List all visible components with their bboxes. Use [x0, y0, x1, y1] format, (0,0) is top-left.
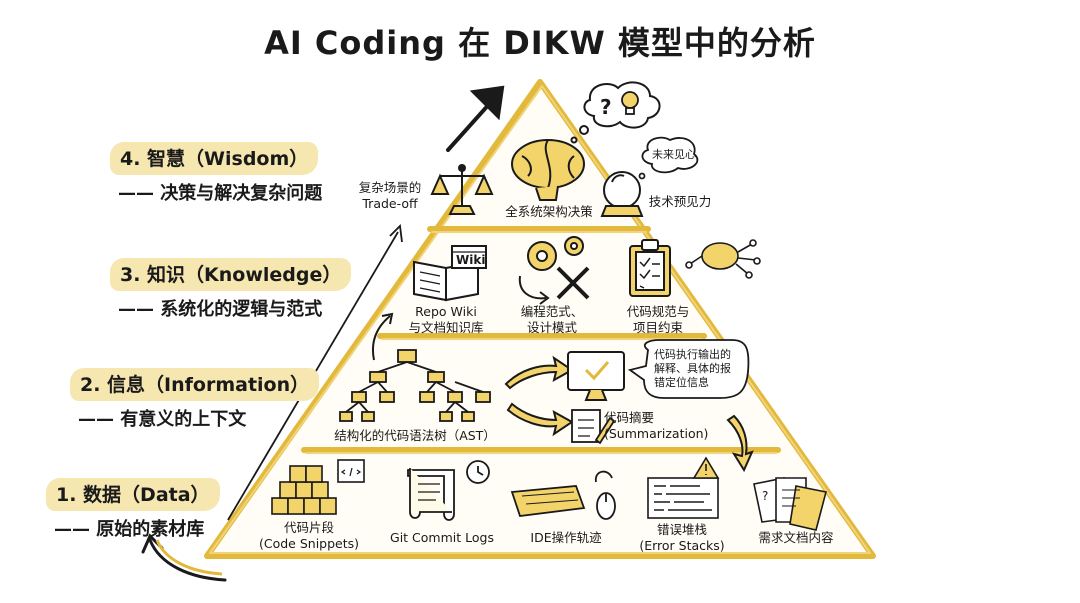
git-label: Git Commit Logs [390, 530, 494, 545]
pyramid [204, 79, 876, 559]
level-wisdom-desc: —— 决策与解决复杂问题 [118, 183, 323, 204]
crystal-ball-icon [600, 171, 644, 217]
architecture-label: 全系统架构决策 [505, 204, 593, 219]
balance-scale-icon [430, 164, 494, 215]
bubble-line-2: 解释、具体的报 [654, 362, 731, 375]
growth-arrow [446, 85, 505, 152]
summary-label: 代码摘要 (Summarization) [604, 410, 712, 442]
tradeoff-line-2: Trade-off [362, 196, 418, 211]
summary-line-2: (Summarization) [604, 426, 709, 441]
ast-label: 结构化的代码语法树（AST） [334, 428, 496, 443]
errors-line-1: 错误堆栈 [656, 522, 707, 537]
level-data: 1. 数据（Data） —— 原始的素材库 [46, 478, 220, 541]
level-data-desc: —— 原始的素材库 [54, 519, 205, 540]
down-arrow-right [726, 414, 754, 473]
level-data-label: 1. 数据（Data） [46, 478, 220, 511]
tradeoff-label: 复杂场景的 Trade-off [350, 180, 430, 212]
explanation-bubble-text: 代码执行输出的 解释、具体的报 错定位信息 [654, 348, 731, 390]
level-knowledge-desc: —— 系统化的逻辑与范式 [118, 299, 323, 320]
level-wisdom-label: 4. 智慧（Wisdom） [110, 142, 319, 175]
patterns-line-2: 设计模式 [526, 320, 577, 335]
constraints-line-1: 代码规范与 [626, 304, 690, 319]
curved-arrows-info [504, 355, 574, 437]
wiki-label: Repo Wiki 与文档知识库 [398, 304, 494, 336]
foresight-label: 技术预见力 [648, 194, 712, 209]
up-arrow-small [372, 312, 394, 361]
foresight-bubble-text: 未来见心 [652, 148, 696, 161]
document-pencil-icon [571, 409, 616, 445]
svg-text:?: ? [762, 489, 768, 503]
tradeoff-line-1: 复杂场景的 [358, 180, 422, 195]
monitor-check-icon [567, 351, 625, 401]
tree-diagram-icon [339, 349, 491, 422]
errors-label: 错误堆栈 (Error Stacks) [632, 522, 732, 554]
level-information-desc: —— 有意义的上下文 [78, 409, 247, 430]
snippets-line-2: (Code Snippets) [258, 536, 360, 551]
ide-label: IDE操作轨迹 [530, 530, 602, 545]
requirements-label: 需求文档内容 [758, 530, 834, 545]
constraints-label: 代码规范与 项目约束 [616, 304, 700, 336]
patterns-label: 编程范式、 设计模式 [510, 304, 594, 336]
level-wisdom: 4. 智慧（Wisdom） —— 决策与解决复杂问题 [110, 142, 322, 205]
summary-line-1: 代码摘要 [604, 410, 655, 425]
curved-arrow-bottom-fill [155, 539, 223, 576]
bubble-line-1: 代码执行输出的 [654, 348, 731, 361]
clipboard-checklist-icon [629, 239, 671, 297]
wiki-line-2: 与文档知识库 [408, 320, 484, 335]
snippets-label: 代码片段 (Code Snippets) [254, 520, 364, 552]
error-log-icon [647, 456, 720, 519]
errors-line-2: (Error Stacks) [639, 538, 725, 553]
gears-icon [518, 236, 590, 305]
bubble-line-3: 错定位信息 [654, 376, 709, 389]
foresight-bubble [638, 136, 699, 180]
documents-icon: ? [753, 477, 827, 531]
level-knowledge-label: 3. 知识（Knowledge） [110, 258, 352, 291]
book-icon [413, 245, 487, 302]
explanation-bubble [627, 339, 750, 399]
wiki-tag: Wiki [456, 253, 486, 267]
brain-icon [511, 139, 585, 201]
snippets-line-1: 代码片段 [283, 520, 334, 535]
level-information: 2. 信息（Information） —— 有意义的上下文 [70, 368, 320, 431]
page-title: AI Coding 在 DIKW 模型中的分析 [264, 24, 816, 62]
thought-bubble [570, 81, 661, 144]
level-knowledge: 3. 知识（Knowledge） —— 系统化的逻辑与范式 [110, 258, 352, 321]
lightbulb-icon [621, 91, 639, 115]
question-mark-icon: ? [600, 95, 612, 119]
blocks-icon [271, 459, 365, 515]
constraints-line-2: 项目约束 [632, 320, 683, 335]
brain-network-icon [685, 239, 761, 279]
keyboard-mouse-icon [510, 470, 616, 520]
level-information-label: 2. 信息（Information） [70, 368, 320, 401]
wiki-line-1: Repo Wiki [415, 304, 477, 319]
patterns-line-1: 编程范式、 [520, 304, 584, 319]
scroll-clock-icon [407, 460, 490, 521]
